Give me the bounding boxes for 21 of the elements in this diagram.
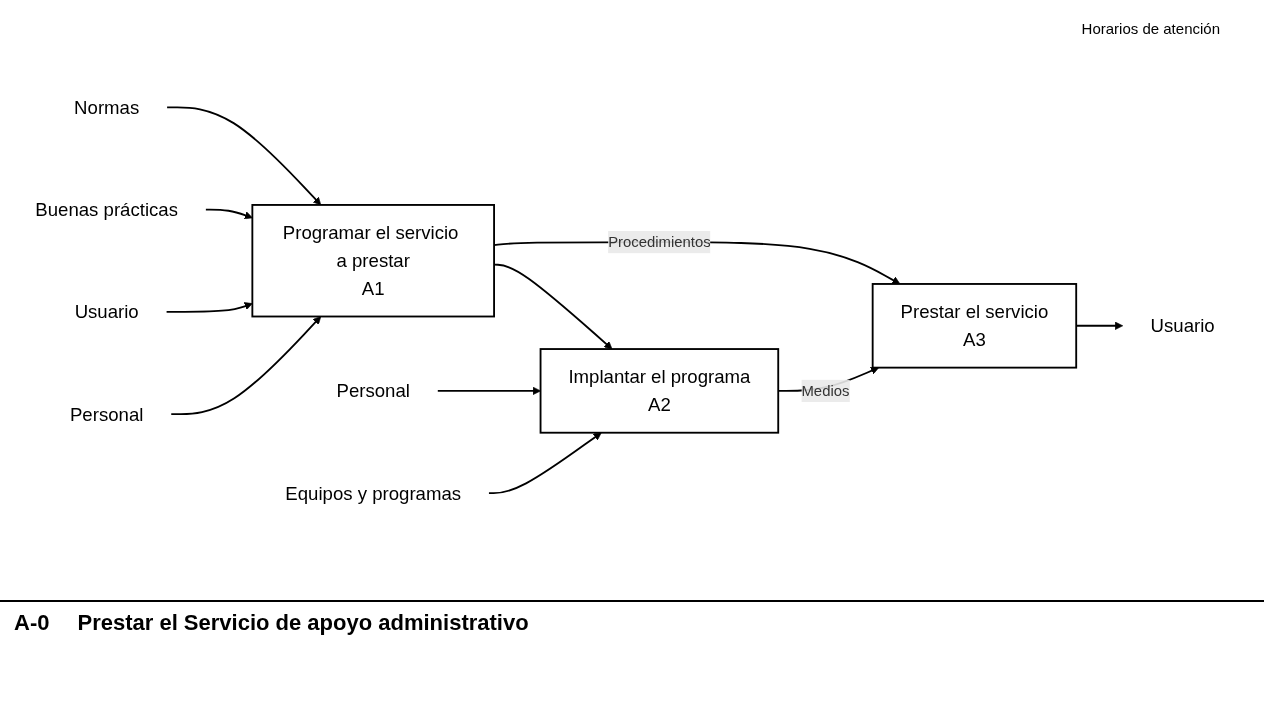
- node-box: Prestar el servicio A3: [871, 282, 1078, 369]
- node-box: Implantar el programa A2: [539, 347, 780, 434]
- node-text: Buenas prácticas: [35, 199, 178, 220]
- arrow: [166, 106, 322, 206]
- edge-label: Procedimientos: [608, 233, 711, 250]
- diagram-title: Prestar el Servicio de apoyo administrativo: [76, 609, 530, 637]
- node-box: Programar el servicio a prestar A1: [251, 203, 495, 318]
- diagram-number: A-0: [13, 609, 51, 637]
- node-text: Usuario: [1150, 315, 1215, 336]
- arrow: [436, 386, 541, 395]
- node-text: Equipos y programas: [285, 482, 462, 504]
- node-text: Normas: [74, 96, 140, 118]
- edge-label: Medios: [801, 382, 850, 399]
- arrow: [488, 432, 602, 494]
- arrow: [204, 208, 253, 219]
- node-text: Personal: [336, 380, 410, 401]
- node-text: Usuario: [74, 301, 139, 322]
- node-text: Personal: [69, 403, 144, 425]
- arrow: [165, 302, 253, 313]
- arrow-note: Horarios de atención: [1081, 20, 1220, 37]
- arrow: [170, 315, 322, 415]
